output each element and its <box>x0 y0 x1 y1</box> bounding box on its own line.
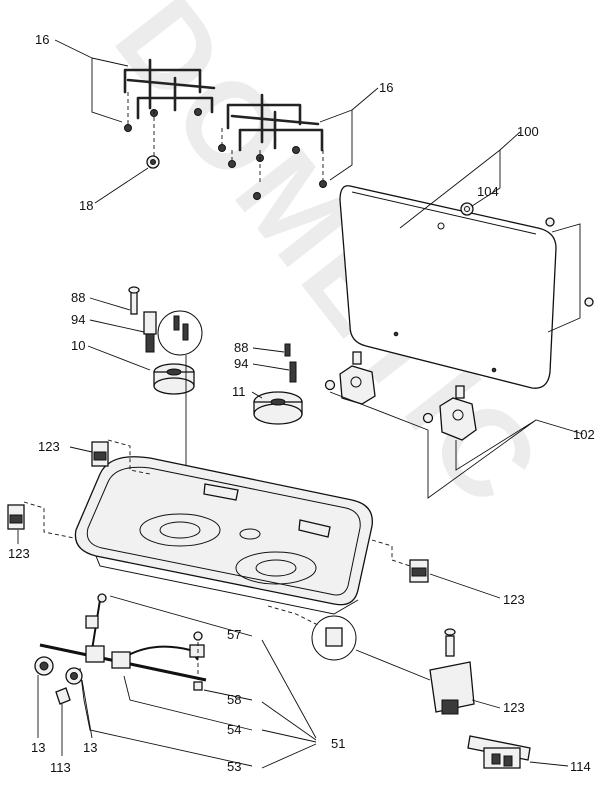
knob-13-right <box>65 667 83 685</box>
callout-88-right: 88 <box>234 340 248 355</box>
knob-13-left <box>34 656 54 676</box>
callout-11: 11 <box>232 384 246 399</box>
callout-94-left: 94 <box>71 312 85 327</box>
callout-57: 57 <box>227 627 241 642</box>
spark-plug-94-right <box>289 361 297 383</box>
burner-10 <box>153 363 195 395</box>
callout-54: 54 <box>227 722 241 737</box>
lid-hinge-left <box>324 351 376 405</box>
lid-hinge-right <box>422 385 477 441</box>
callout-53: 53 <box>227 759 241 774</box>
callout-16-left: 16 <box>35 32 49 47</box>
callout-102: 102 <box>573 427 595 442</box>
callout-13-left: 13 <box>31 740 45 755</box>
lid-washer-104 <box>460 202 474 216</box>
pan-support-left <box>123 58 216 132</box>
detail-circle-connector <box>311 615 357 661</box>
callout-58: 58 <box>227 692 241 707</box>
connector-123-top <box>91 441 109 467</box>
detail-circle-igniter <box>157 310 203 356</box>
callout-123-bottom: 123 <box>503 700 525 715</box>
connector-123-right <box>409 559 429 583</box>
callout-18: 18 <box>79 198 93 213</box>
thermocouple-88-right <box>284 343 291 357</box>
callout-123-left: 123 <box>8 546 30 561</box>
callout-104: 104 <box>477 184 499 199</box>
callout-13-right: 13 <box>83 740 97 755</box>
callout-10: 10 <box>71 338 85 353</box>
rubber-foot-18 <box>146 155 160 169</box>
callout-88-left: 88 <box>71 290 85 305</box>
burner-11 <box>253 391 303 425</box>
pan-support-right <box>218 93 327 188</box>
support-foot <box>253 192 261 200</box>
gas-manifold-51 <box>39 593 207 691</box>
spark-plug-94-left <box>143 311 157 353</box>
callout-113: 113 <box>50 760 71 775</box>
hob-tray <box>74 456 373 615</box>
callout-94-right: 94 <box>234 356 248 371</box>
thermocouple-88-left <box>128 286 140 315</box>
callout-123-top: 123 <box>38 439 60 454</box>
glass-lid-100 <box>339 185 594 389</box>
callout-114: 114 <box>570 759 591 774</box>
callout-16-right: 16 <box>379 80 393 95</box>
ignition-unit-114 <box>467 735 531 769</box>
connector-123-left <box>7 504 25 530</box>
callout-100: 100 <box>517 124 539 139</box>
connector-123-bottom <box>429 628 475 715</box>
callout-51: 51 <box>331 736 345 751</box>
callout-123-right: 123 <box>503 592 525 607</box>
ignition-button-113 <box>55 687 71 705</box>
